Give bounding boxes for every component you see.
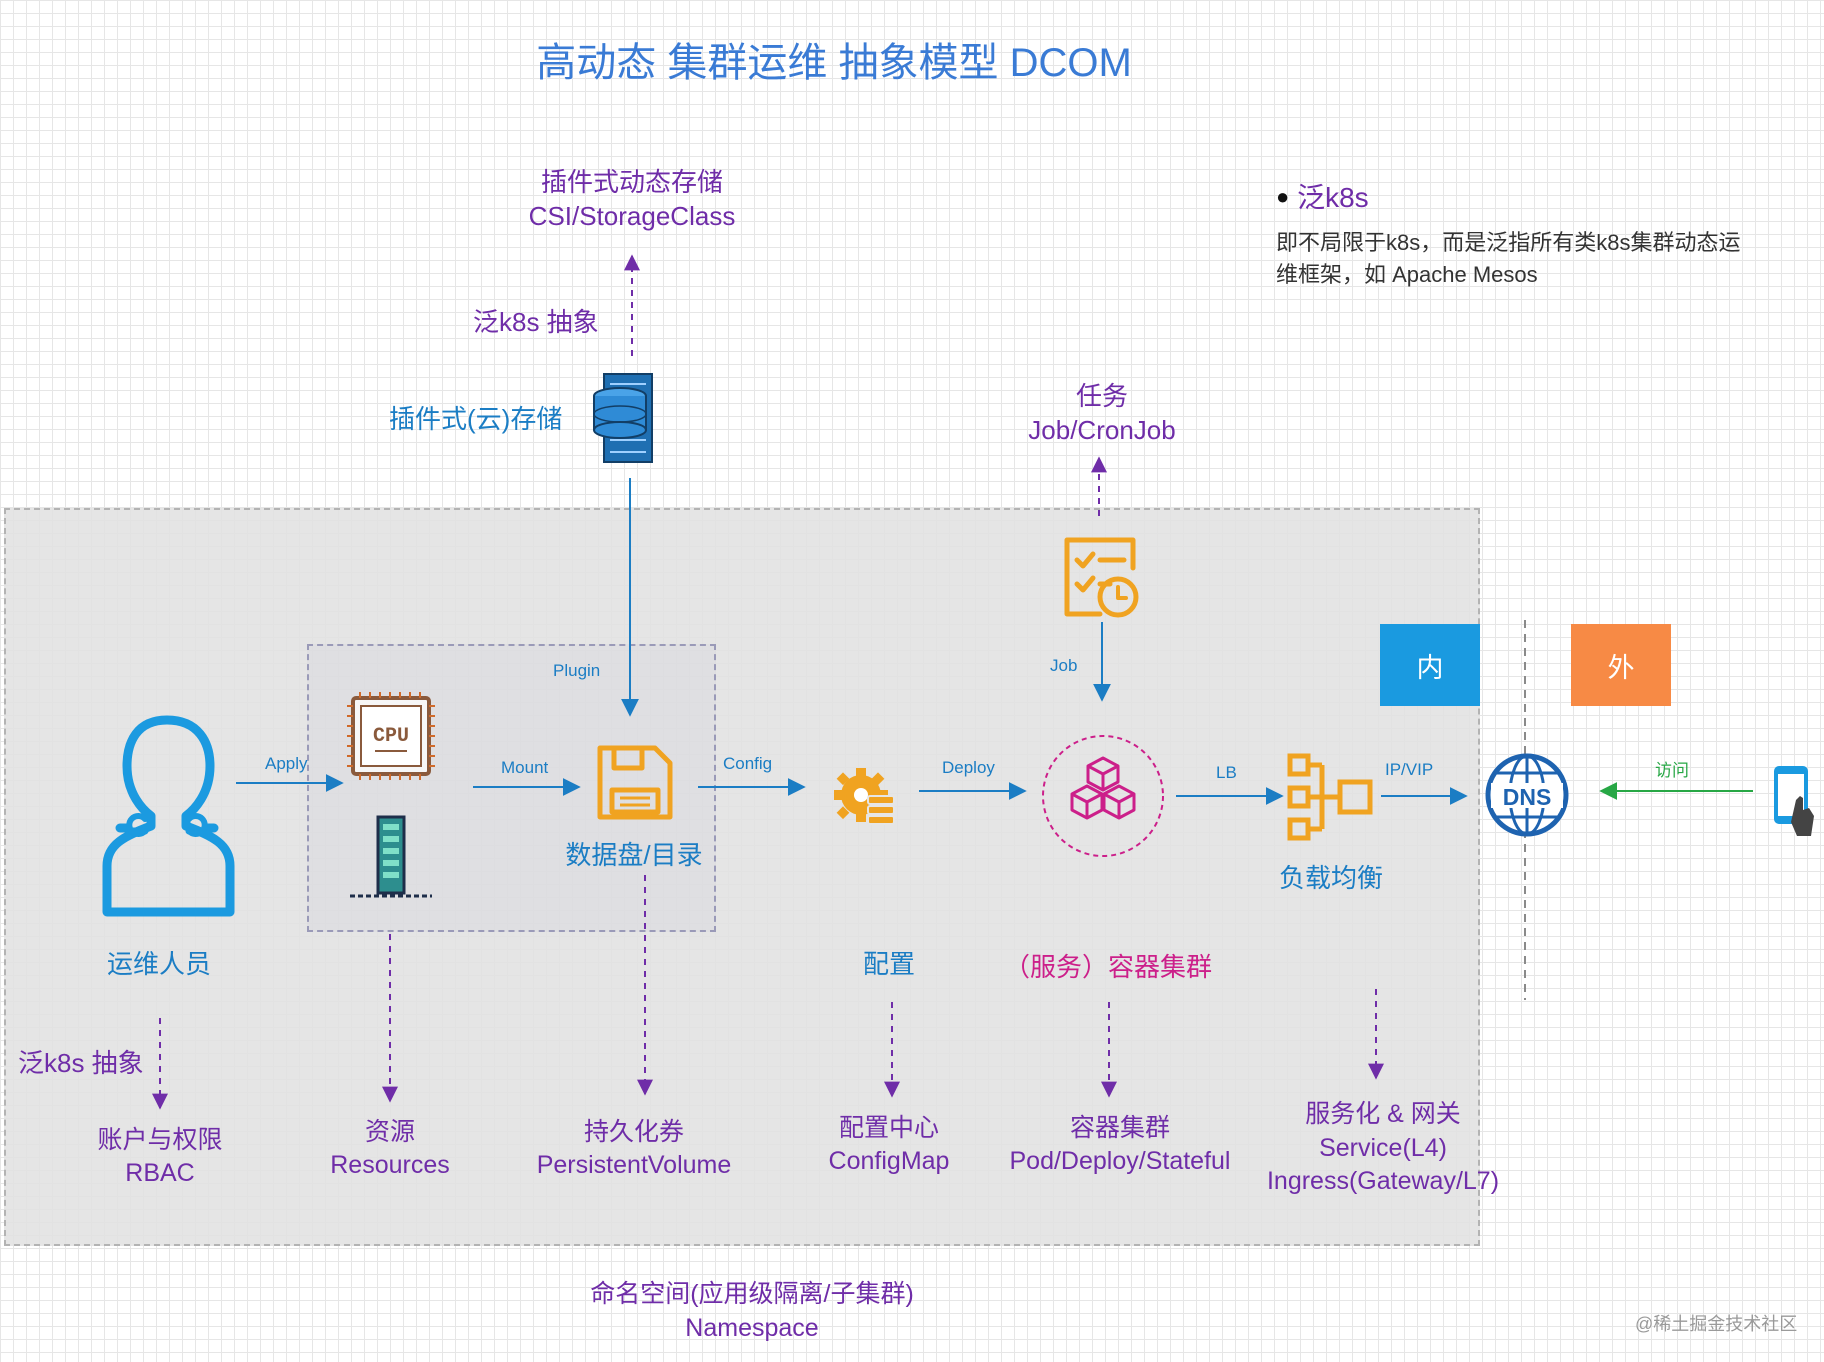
abstraction-label-top: 泛k8s 抽象 — [473, 307, 599, 337]
inner-zone-badge: 内 — [1380, 624, 1480, 706]
pv-label-cn: 持久化券 — [583, 1118, 685, 1146]
pods-label-cn: 容器集群 — [1069, 1114, 1171, 1142]
abstraction-label-bottom: 泛k8s 抽象 — [18, 1048, 144, 1078]
configmap-label-cn: 配置中心 — [838, 1114, 940, 1142]
dynamic-storage-label-en: CSI/StorageClass — [528, 201, 736, 231]
config-gear-icon — [834, 768, 895, 825]
disk-label: 数据盘/目录 — [565, 840, 703, 870]
container-cluster-icon — [1042, 735, 1164, 857]
dynamic-storage-label-cn: 插件式动态存储 — [540, 167, 724, 197]
dns-text: DNS — [1503, 784, 1552, 810]
rbac-label-cn: 账户与权限 — [97, 1126, 223, 1154]
pv-label-en: PersistentVolume — [536, 1151, 732, 1179]
task-icon — [1064, 537, 1139, 618]
bullet-dot: ● — [1276, 184, 1290, 209]
operator-icon — [102, 715, 235, 917]
service-label-cn: 服务化 & 网关 — [1305, 1100, 1461, 1128]
page-title: 高动态 集群运维 抽象模型 DCOM — [536, 41, 1132, 85]
configmap-label-en: ConfigMap — [828, 1147, 950, 1175]
container-cluster-label: （服务）容器集群 — [1003, 952, 1213, 982]
operator-label: 运维人员 — [106, 949, 212, 979]
service-label-l4: Service(L4) — [1319, 1134, 1447, 1162]
task-label-en: Job/CronJob — [1028, 415, 1176, 445]
plugin-edge-label: Plugin — [553, 661, 601, 680]
mobile-device-icon — [1774, 766, 1814, 836]
lb-edge-label: LB — [1216, 763, 1237, 782]
job-edge-label: Job — [1050, 656, 1078, 675]
disk-icon — [597, 745, 673, 820]
rbac-label-en: RBAC — [125, 1159, 195, 1187]
outer-zone-badge: 外 — [1571, 624, 1671, 706]
load-balancer-icon — [1287, 753, 1373, 841]
config-label: 配置 — [862, 949, 916, 979]
dns-icon: DNS — [1485, 753, 1569, 837]
config-edge-label: Config — [723, 754, 773, 773]
ipvip-edge-label: IP/VIP — [1385, 760, 1434, 779]
access-edge-label: 访问 — [1655, 761, 1689, 780]
task-label-cn: 任务 — [1075, 381, 1129, 411]
deploy-edge-label: Deploy — [942, 758, 995, 777]
resources-label-en: Resources — [330, 1151, 450, 1179]
pods-label-en: Pod/Deploy/Stateful — [1009, 1147, 1231, 1175]
note-title-text: 泛k8s — [1297, 182, 1369, 213]
cpu-icon: CPU — [347, 692, 435, 780]
note-line-2: 维框架，如 Apache Mesos — [1276, 262, 1538, 287]
apply-edge-label: Apply — [265, 754, 308, 773]
load-balance-label: 负载均衡 — [1278, 863, 1384, 893]
mount-edge-label: Mount — [501, 758, 549, 777]
server-storage-icon — [593, 373, 653, 463]
note-line-1: 即不局限于k8s，而是泛指所有类k8s集群动态运 — [1276, 230, 1741, 255]
memory-icon — [350, 815, 432, 898]
cpu-text: CPU — [373, 725, 409, 748]
namespace-container — [4, 508, 1480, 1246]
resources-label-cn: 资源 — [364, 1118, 416, 1146]
namespace-label-en: Namespace — [685, 1314, 819, 1342]
watermark: @稀土掘金技术社区 — [1635, 1314, 1798, 1334]
service-label-l7: Ingress(Gateway/L7) — [1266, 1167, 1500, 1195]
note-title: ● 泛k8s — [1276, 180, 1369, 215]
cloud-storage-label: 插件式(云)存储 — [389, 404, 563, 434]
namespace-label-cn: 命名空间(应用级隔离/子集群) — [590, 1280, 914, 1308]
